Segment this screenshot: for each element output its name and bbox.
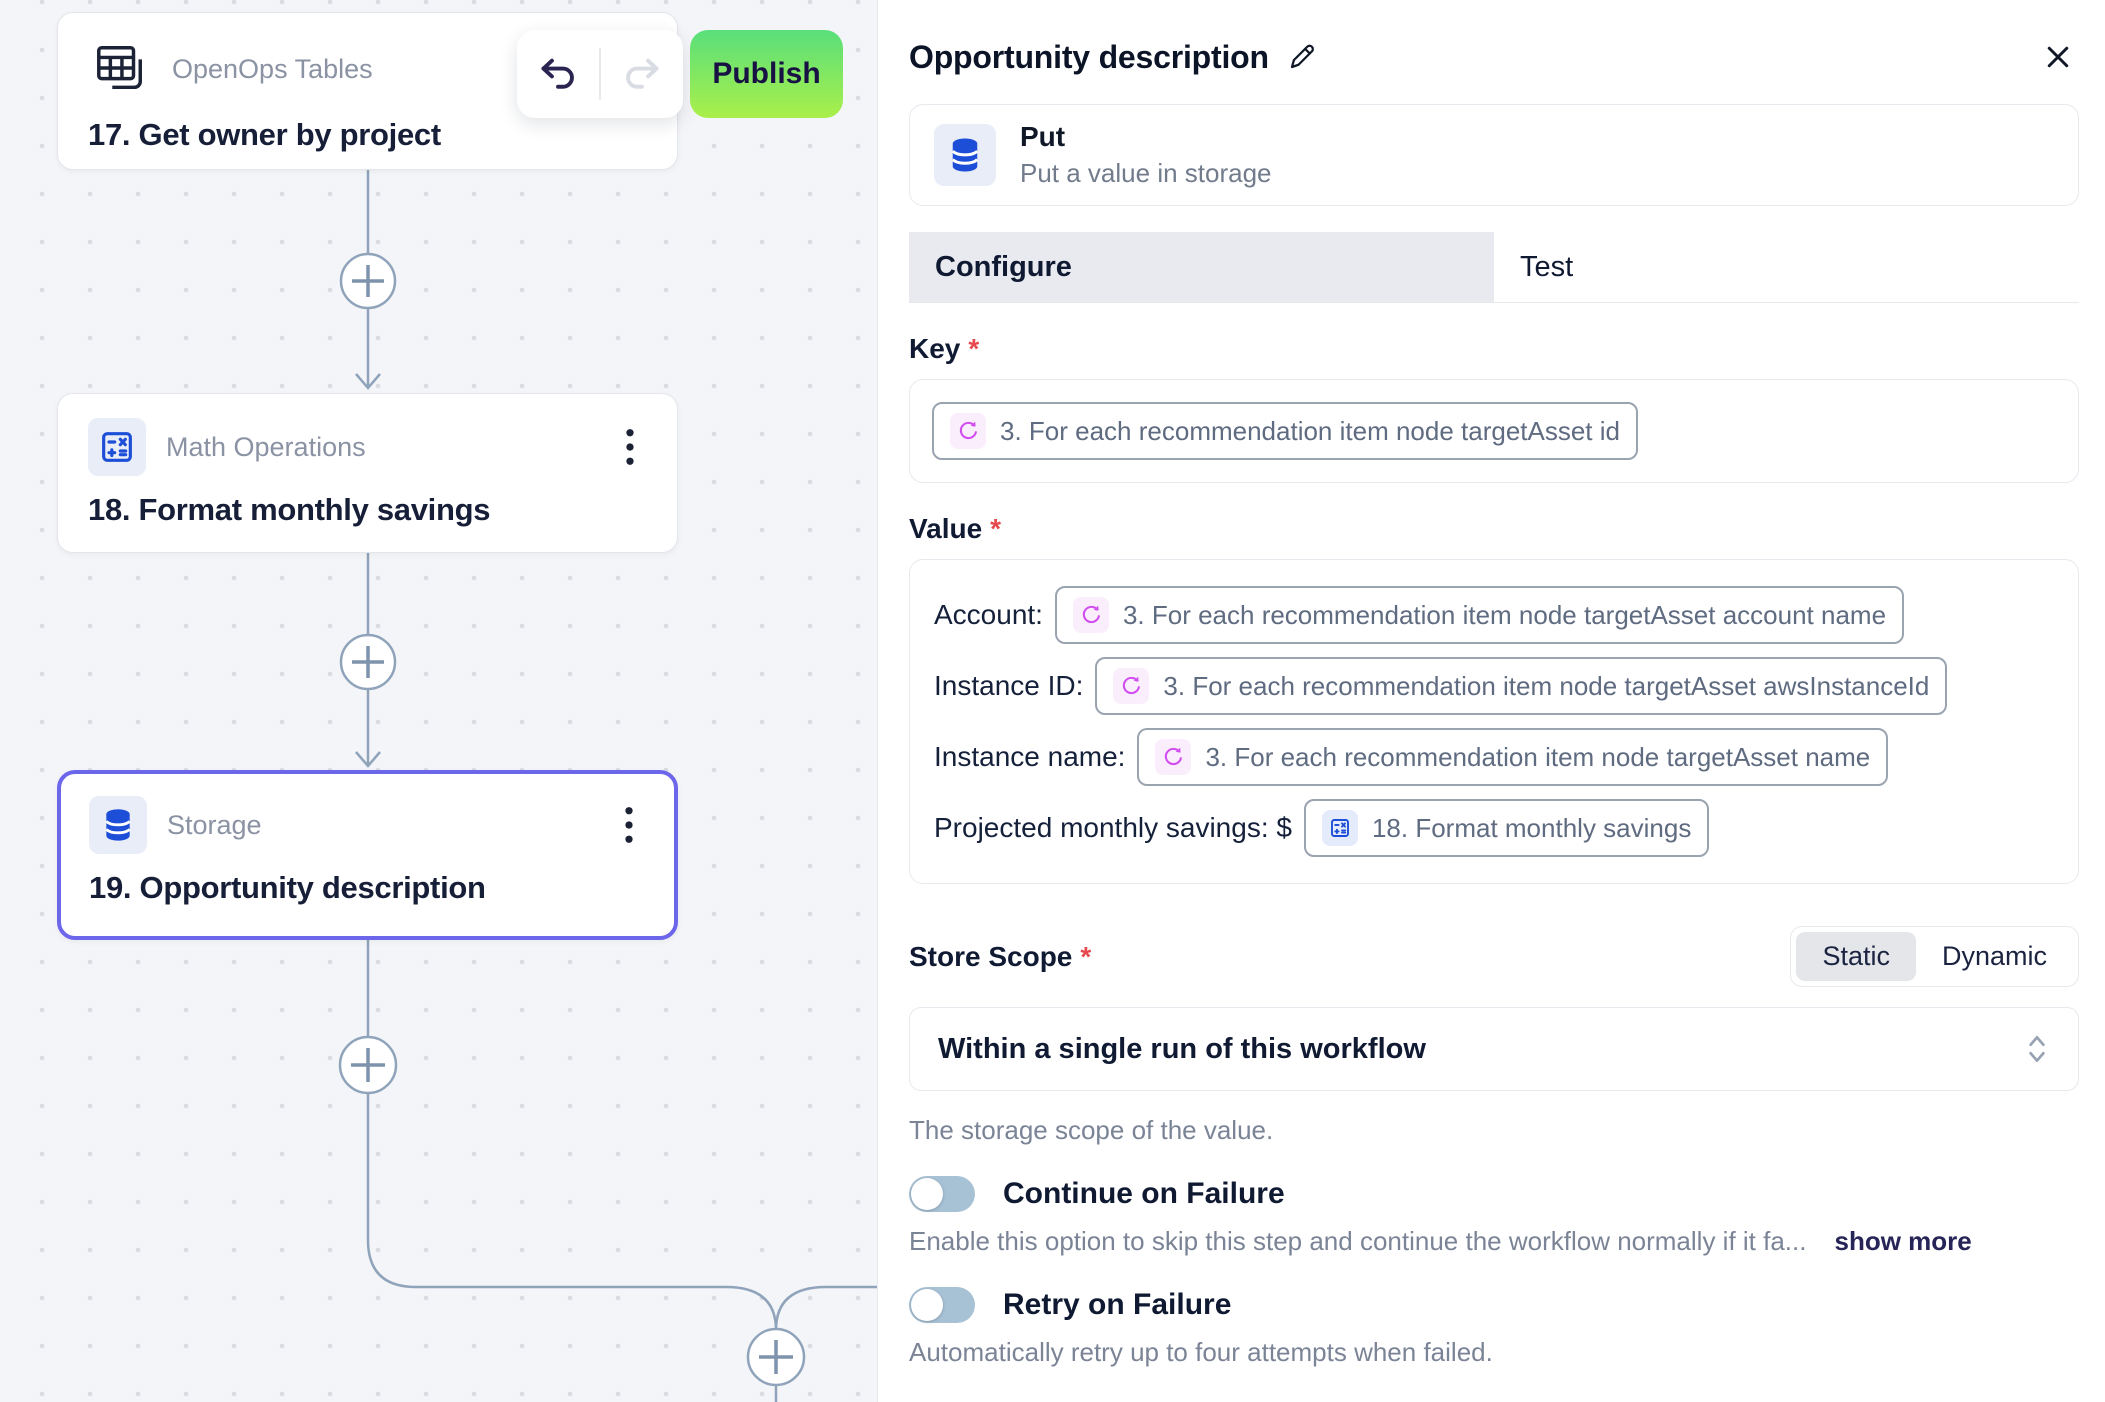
pencil-icon: [1290, 44, 1314, 69]
value-row: Instance name: 3. For each recommendatio…: [934, 728, 2054, 786]
required-marker: *: [990, 513, 1002, 544]
loop-icon: [1155, 739, 1192, 775]
token-text: 3. For each recommendation item node tar…: [1122, 599, 1887, 630]
calculator-icon: [1321, 810, 1358, 846]
plus-icon: [352, 265, 384, 297]
panel-tabs: Configure Test: [909, 232, 2079, 303]
workflow-edges: [338, 170, 877, 1402]
add-step-button[interactable]: [339, 633, 397, 691]
value-token-chip[interactable]: 3. For each recommendation item node tar…: [1054, 586, 1905, 644]
value-row: Instance ID: 3. For each recommendation …: [934, 657, 2054, 715]
value-token-chip[interactable]: 3. For each recommendation item node tar…: [1095, 657, 1948, 715]
action-summary-card: Put Put a value in storage: [909, 104, 2079, 206]
value-row-prefix: Projected monthly savings: $: [934, 812, 1292, 843]
kebab-icon: [626, 429, 634, 465]
workflow-node-19[interactable]: Storage 19. Opportunity description: [57, 770, 678, 940]
store-scope-help: The storage scope of the value.: [909, 1115, 1274, 1145]
node-title: 17. Get owner by project: [88, 117, 441, 152]
edit-title-button[interactable]: [1287, 42, 1317, 72]
arrowhead-icon: [355, 751, 381, 768]
store-scope-value: Within a single run of this workflow: [938, 1032, 1426, 1065]
loop-icon: [1113, 668, 1150, 704]
tables-icon: [88, 37, 152, 101]
close-panel-button[interactable]: [2037, 36, 2079, 78]
undo-icon: [541, 58, 574, 89]
loop-icon: [950, 413, 986, 449]
required-marker: *: [968, 333, 980, 364]
node-menu-button[interactable]: [613, 427, 647, 467]
value-row: Projected monthly savings: $ 18. Format …: [934, 799, 2054, 857]
store-scope-select[interactable]: Within a single run of this workflow: [909, 1007, 2079, 1091]
publish-button[interactable]: Publish: [690, 30, 843, 118]
history-toolbar: [517, 30, 683, 118]
workflow-canvas[interactable]: OpenOps Tables 17. Get owner by project …: [0, 0, 877, 1402]
action-description: Put a value in storage: [1020, 158, 1272, 188]
node-title: 19. Opportunity description: [89, 870, 486, 905]
tab-test[interactable]: Test: [1520, 250, 1574, 283]
action-name: Put: [1020, 121, 1066, 152]
retry-on-failure-toggle[interactable]: [909, 1287, 975, 1323]
value-row-prefix: Instance ID:: [934, 670, 1084, 701]
close-icon: [2047, 46, 2069, 68]
token-text: 18. Format monthly savings: [1371, 812, 1692, 843]
database-icon: [934, 124, 996, 186]
plus-icon: [352, 646, 384, 678]
tab-configure[interactable]: Configure: [909, 232, 1494, 302]
token-text: 3. For each recommendation item node tar…: [1000, 415, 1620, 446]
node-menu-button[interactable]: [612, 805, 646, 845]
node-app-name: OpenOps Tables: [172, 53, 373, 84]
node-app-name: Math Operations: [166, 431, 366, 462]
redo-button[interactable]: [601, 30, 683, 118]
toolbar-divider: [599, 48, 601, 100]
node-app-name: Storage: [167, 809, 262, 840]
retry-on-failure-help: Automatically retry up to four attempts …: [909, 1337, 1493, 1367]
edge-19-merge: [366, 940, 778, 1402]
value-input[interactable]: Account: 3. For each recommendation item…: [909, 559, 2079, 884]
retry-on-failure-label: Retry on Failure: [1003, 1288, 1232, 1321]
database-icon: [89, 796, 147, 854]
step-settings-panel: Opportunity description Put Put a value …: [877, 0, 2105, 1402]
continue-on-failure-label: Continue on Failure: [1003, 1177, 1285, 1210]
continue-on-failure-help: Enable this option to skip this step and…: [909, 1226, 1807, 1256]
mode-dynamic-button[interactable]: Dynamic: [1941, 941, 2047, 971]
add-step-button[interactable]: [338, 1035, 398, 1095]
plus-icon: [759, 1340, 793, 1374]
arrowhead-icon: [355, 373, 381, 390]
key-token-chip[interactable]: 3. For each recommendation item node tar…: [932, 402, 1638, 460]
value-token-chip[interactable]: 3. For each recommendation item node tar…: [1137, 728, 1889, 786]
add-step-button[interactable]: [339, 252, 397, 310]
static-dynamic-toggle: Static Dynamic: [1790, 926, 2079, 987]
add-step-button[interactable]: [746, 1327, 806, 1387]
redo-icon: [625, 58, 659, 89]
token-text: 3. For each recommendation item node tar…: [1205, 741, 1871, 772]
workflow-node-18[interactable]: Math Operations 18. Format monthly savin…: [57, 393, 678, 553]
show-more-link[interactable]: show more: [1834, 1226, 1972, 1256]
required-marker: *: [1080, 940, 1092, 972]
edge-right-merge: [774, 1285, 877, 1331]
undo-button[interactable]: [517, 30, 599, 118]
kebab-icon: [625, 807, 633, 843]
token-text: 3. For each recommendation item node tar…: [1163, 670, 1930, 701]
value-field-label: Value*: [909, 513, 1002, 544]
continue-on-failure-toggle[interactable]: [909, 1176, 975, 1212]
store-scope-label: Store Scope*: [909, 940, 1092, 972]
value-row: Account: 3. For each recommendation item…: [934, 586, 2054, 644]
node-title: 18. Format monthly savings: [88, 492, 491, 527]
key-field-label: Key*: [909, 333, 980, 364]
chevron-up-down-icon: [2024, 1031, 2050, 1067]
mode-static-button[interactable]: Static: [1796, 932, 1916, 981]
calculator-icon: [88, 418, 146, 476]
plus-icon: [351, 1048, 385, 1082]
value-token-chip[interactable]: 18. Format monthly savings: [1303, 799, 1710, 857]
value-row-prefix: Instance name:: [934, 741, 1126, 772]
loop-icon: [1072, 597, 1109, 633]
step-title: Opportunity description: [909, 38, 1269, 75]
value-row-prefix: Account:: [934, 599, 1043, 630]
key-input[interactable]: 3. For each recommendation item node tar…: [909, 379, 2079, 483]
